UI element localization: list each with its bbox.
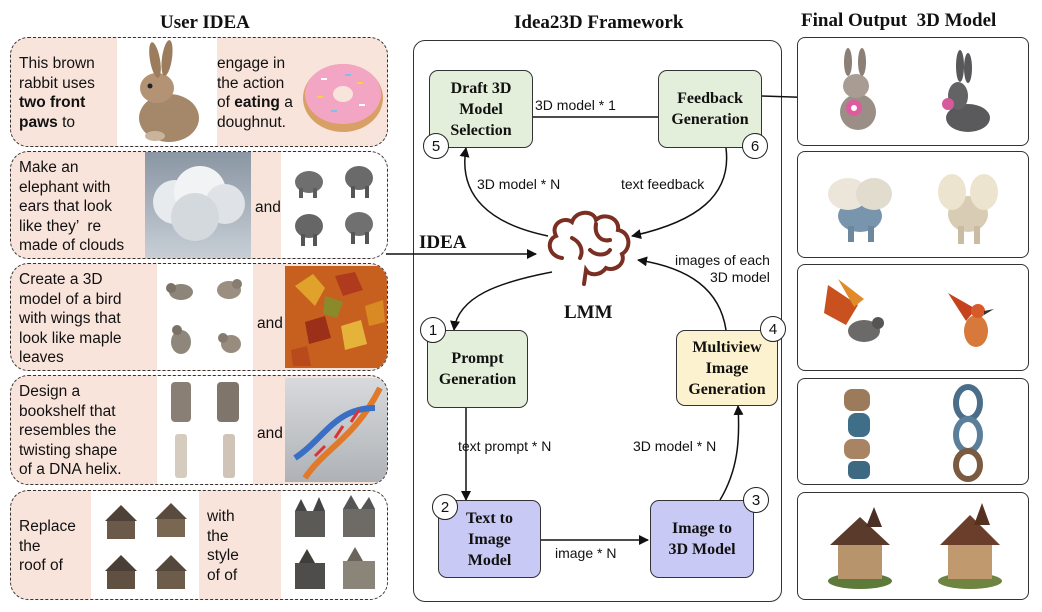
idea-text-post: a [279,94,293,111]
rabbit-model-view-2 [942,50,990,132]
idea-example-rabbit: This brown rabbit uses two front paws to… [10,37,388,147]
prompt-generation-node: Prompt Generation [427,330,528,408]
idea-arrow-label: IDEA [419,232,467,253]
idea-example-elephant: Make an elephant with ears that look lik… [10,151,388,259]
and-label: and [255,199,281,216]
idea-text-action: engage in the action of eating a doughnu… [217,54,293,132]
bird-model-view-2 [948,293,994,347]
user-idea-heading: User IDEA [160,12,250,33]
idea-text-line: Design a [19,383,81,400]
bird-views [157,264,253,370]
idea-text-line: the [207,527,229,545]
edge-label-3d-model-one: 3D model * 1 [535,97,616,113]
bird-model-view-1 [824,279,884,342]
idea-text-line: roof of [19,557,63,574]
edge-label-3d-model-n: 3D model * N [633,438,717,454]
bookshelf-model-view-1 [844,389,870,479]
rabbit-image [117,38,217,146]
idea-text-line: bookshelf that [19,402,116,420]
elephant-model-view-2 [938,174,998,244]
and-label: and [257,315,283,332]
step-number-3: 3 [743,487,769,513]
elephant-views [281,152,387,258]
idea-text-pre: of [217,94,235,111]
edge-label-line: images of each [674,252,770,268]
idea-text-line: model of a bird [19,290,122,308]
idea-text-rabbit: This brown rabbit uses two front paws to [19,54,95,132]
image-to-3d-model-node: Image to 3D Model [650,500,754,578]
lmm-label: LMM [564,302,613,323]
idea-text-line: with [207,508,235,525]
idea-text-line: resembles the [19,422,117,439]
idea-text-line: rabbit uses [19,74,95,92]
idea-text-line: twisting shape [19,441,118,459]
output-house [797,492,1029,600]
idea-text-line: Replace [19,518,76,535]
edge-label-text-feedback: text feedback [621,176,705,192]
multiview-image-generation-node: Multiview Image Generation [676,330,778,406]
bookshelf-views [157,376,253,484]
idea-text-bold: paws [19,113,58,131]
idea-text-bird: Create a 3D model of a bird with wings t… [19,270,122,368]
idea-text-line: engage in [217,55,286,72]
idea-text-line: the action [217,74,285,92]
idea-example-bookshelf: Design a bookshelf that resembles the tw… [10,375,388,485]
idea-text-line: elephant with [19,178,111,196]
elephant-model-view-1 [828,178,892,242]
dna-helix-image [285,378,387,482]
idea-text-line: of a DNA helix. [19,461,122,478]
house-model-view-2 [938,503,1002,589]
step-number-2: 2 [432,494,458,520]
doughnut-image [301,52,385,136]
output-elephant [797,151,1029,258]
idea-text-line: Make an [19,159,79,176]
step-number-1: 1 [420,317,446,343]
step-number-5: 5 [423,133,449,159]
idea-text-line: doughnut. [217,113,286,131]
castle-views [281,491,387,599]
idea-text-line: style [207,547,239,564]
idea-text-line: like they’ re [19,217,102,235]
idea-text-line: ears that look [19,198,113,215]
idea-text-line: the [19,537,41,555]
and-label: and [257,425,283,442]
idea-text-style: with the style of of [207,507,239,585]
edge-label-images-of-each: images of each 3D model [672,252,770,286]
idea-text-line: This brown [19,55,95,72]
house-views [91,491,199,599]
draft-3d-model-selection-node: Draft 3D Model Selection [429,70,533,148]
idea-text-house: Replace the roof of [19,517,76,576]
idea-text-line: look like maple [19,329,122,347]
clouds-image [145,152,251,258]
idea-example-house: Replace the roof of with the style of of [10,490,388,600]
edge-label-line: 3D model [710,269,770,285]
idea-text-bold-line: two front [19,94,86,111]
idea-text-elephant: Make an elephant with ears that look lik… [19,158,124,256]
edge-label-text-prompt: text prompt * N [458,438,552,454]
framework-heading: Idea23D Framework [514,12,684,33]
idea-text-bookshelf: Design a bookshelf that resembles the tw… [19,382,122,480]
feedback-generation-node: Feedback Generation [658,70,762,148]
house-model-view-1 [828,507,892,589]
idea-text-line: made of clouds [19,237,125,254]
idea-text-end: to [57,113,75,131]
output-bookshelf [797,378,1029,485]
edge-label-image-n: image * N [555,545,617,561]
idea-text-line: leaves [19,349,64,366]
rabbit-model-view-1 [840,48,876,130]
idea-text-bold: eating [234,94,280,111]
idea-text-line: Create a 3D [19,271,103,288]
output-bird [797,264,1029,371]
idea-text-line: of of [207,566,238,584]
maple-leaves-image [285,266,387,368]
step-number-4: 4 [760,316,786,342]
idea-example-bird: Create a 3D model of a bird with wings t… [10,263,388,371]
bookshelf-model-view-2 [953,384,983,482]
idea-text-line: with wings that [19,310,121,327]
step-number-6: 6 [742,133,768,159]
edge-label-3d-model-n-up: 3D model * N [477,176,561,192]
final-output-heading: Final Output 3D Model [801,10,997,31]
output-rabbit [797,37,1029,146]
